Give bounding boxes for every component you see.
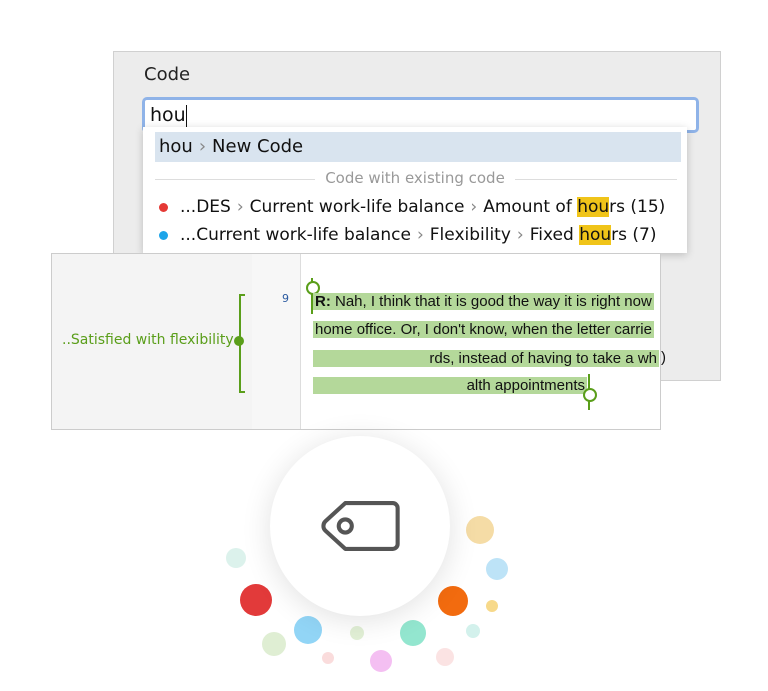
line-number: 9 (282, 292, 289, 305)
overflow-text: ) (661, 349, 666, 366)
speaker-label: R: (315, 293, 331, 310)
bubble (262, 632, 286, 656)
code-path: ...Current work-life balance (180, 225, 411, 245)
tag-icon (321, 501, 400, 551)
chevron-right-icon: › (416, 225, 424, 245)
bubble (226, 548, 246, 568)
bubble (438, 586, 468, 616)
chevron-right-icon: › (198, 136, 207, 157)
input-value: hou (150, 104, 186, 126)
document-browser: ..Satisfied with flexibility 9 R: Nah, I… (51, 253, 661, 430)
bubble (436, 648, 454, 666)
bubble (486, 600, 498, 612)
chevron-right-icon: › (470, 197, 478, 217)
selection-end-handle[interactable] (583, 388, 597, 402)
bubble (240, 584, 272, 616)
text-line: R: Nah, I think that it is good the way … (313, 293, 654, 310)
match-highlight: hou (579, 225, 612, 245)
code-color-dot (159, 202, 168, 212)
line-text: home office. Or, I don't know, when the … (315, 321, 652, 338)
match-highlight: hou (577, 197, 610, 217)
code-label: Code (144, 64, 191, 85)
code-option[interactable]: ...DES›Current work-life balance›Amount … (159, 197, 665, 217)
coding-stripes: ..Satisfied with flexibility (52, 254, 252, 429)
code-option[interactable]: ...Current work-life balance›Flexibility… (159, 225, 657, 245)
code-name: rs (15) (609, 197, 666, 217)
line-text: alth appointments (466, 377, 585, 394)
bubble (486, 558, 508, 580)
autocomplete-dropdown: hou›New Code Code with existing code ...… (143, 127, 687, 253)
new-code-label: New Code (212, 136, 304, 157)
section-label: Code with existing code (315, 169, 515, 187)
selection-start-bar (311, 278, 313, 314)
text-line: rds, instead of having to take a wh (313, 350, 659, 367)
query-text: hou (159, 136, 193, 157)
new-code-option[interactable]: hou›New Code (155, 132, 681, 162)
line-text: rds, instead of having to take a wh (429, 350, 657, 367)
text-line: home office. Or, I don't know, when the … (313, 321, 654, 338)
feature-badge (270, 436, 450, 616)
chevron-right-icon: › (516, 225, 524, 245)
bubble (294, 616, 322, 644)
bubble (400, 620, 426, 646)
code-name: rs (7) (611, 225, 657, 245)
coding-stripe-label[interactable]: ..Satisfied with flexibility (62, 332, 234, 348)
code-name: Fixed (529, 225, 580, 245)
code-path: Current work-life balance (249, 197, 465, 217)
bubble (350, 626, 364, 640)
line-text: Nah, I think that it is good the way it … (330, 293, 652, 310)
text-caret (185, 104, 187, 127)
code-name: Amount of (483, 197, 578, 217)
line-number-gutter: 9 (252, 254, 301, 429)
bubble (466, 624, 480, 638)
code-path: ...DES (180, 197, 231, 217)
text-line: alth appointments (313, 377, 587, 394)
coding-stripe-dot (234, 336, 244, 346)
bubble (466, 516, 494, 544)
bubble (322, 652, 334, 664)
code-path: Flexibility (429, 225, 511, 245)
chevron-right-icon: › (236, 197, 244, 217)
code-color-dot (159, 230, 168, 240)
bubble (370, 650, 392, 672)
